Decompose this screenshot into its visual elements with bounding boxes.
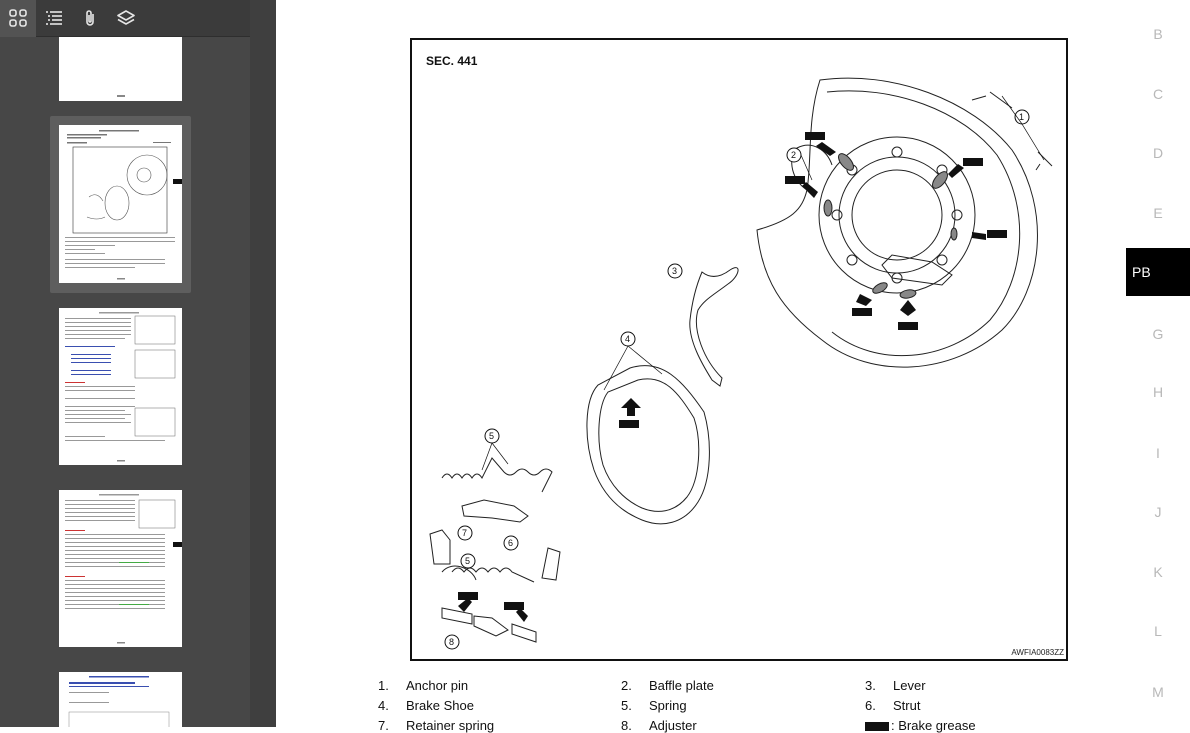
brake-shoe <box>586 365 710 525</box>
svg-text:5: 5 <box>465 556 470 566</box>
callout-2: 2 <box>786 147 802 163</box>
svg-text:8: 8 <box>449 637 454 647</box>
layers-icon <box>117 10 135 25</box>
index-tab-e[interactable]: E <box>1153 205 1163 221</box>
callout-6: 6 <box>503 535 519 551</box>
svg-text:5: 5 <box>489 431 494 441</box>
page-thumbnail[interactable] <box>59 37 182 101</box>
svg-text:6: 6 <box>508 538 513 548</box>
callout-4: 4 <box>620 331 636 347</box>
document-page: SEC. 441 <box>276 0 1126 733</box>
thumbnail-list <box>0 37 250 727</box>
spring-upper <box>441 457 553 493</box>
exploded-view-figure: SEC. 441 <box>410 38 1068 661</box>
section-label: SEC. 441 <box>426 54 478 68</box>
svg-text:2: 2 <box>791 150 796 160</box>
index-tab-j[interactable]: J <box>1154 504 1162 520</box>
parking-brake-diagram: 1 2 3 4 5 5 6 7 8 <box>429 77 1053 650</box>
bolt-holes <box>831 146 963 284</box>
index-tab-b[interactable]: B <box>1153 26 1163 42</box>
sidebar-toolbar <box>0 0 250 37</box>
index-tab-i[interactable]: I <box>1156 445 1160 461</box>
callout-8: 8 <box>444 634 460 650</box>
svg-text:1: 1 <box>1019 112 1024 122</box>
attachments-icon <box>86 10 94 26</box>
strut <box>461 499 529 523</box>
callout-1: 1 <box>1014 109 1030 125</box>
thumbnails-icon <box>9 9 27 27</box>
hub-outer <box>818 136 976 294</box>
lever <box>689 267 739 387</box>
svg-text:3: 3 <box>672 266 677 276</box>
index-tab-h[interactable]: H <box>1152 384 1164 400</box>
thumbnails-button[interactable] <box>0 0 36 37</box>
figure-code: AWFIA0083ZZ <box>1011 648 1064 657</box>
svg-text:4: 4 <box>625 334 630 344</box>
adjuster <box>441 607 537 643</box>
index-tab-c[interactable]: C <box>1152 86 1164 102</box>
page-thumbnail[interactable] <box>59 672 182 727</box>
callout-5a: 5 <box>484 428 500 444</box>
index-tab-d[interactable]: D <box>1152 145 1164 161</box>
index-tab-m[interactable]: M <box>1152 684 1164 700</box>
layers-button[interactable] <box>108 0 144 37</box>
retainer-spring <box>429 529 451 565</box>
page-thumbnail[interactable] <box>59 490 182 647</box>
callout-7: 7 <box>457 525 473 541</box>
hub-inner <box>851 169 943 261</box>
attachments-button[interactable] <box>72 0 108 37</box>
grease-markers <box>458 132 1007 622</box>
outline-button[interactable] <box>36 0 72 37</box>
panel-divider[interactable] <box>250 0 276 727</box>
callout-5b: 5 <box>460 553 476 569</box>
section-index: B C D E PB G H I J K L M <box>1126 0 1190 727</box>
index-tab-k[interactable]: K <box>1153 564 1163 580</box>
page-thumbnail[interactable] <box>59 308 182 465</box>
svg-text:7: 7 <box>462 528 467 538</box>
index-tab-l[interactable]: L <box>1154 623 1162 639</box>
index-tab-g[interactable]: G <box>1152 326 1164 342</box>
page-thumbnail-current[interactable] <box>59 125 182 283</box>
baffle-plate <box>756 77 1038 368</box>
callout-3: 3 <box>667 263 683 279</box>
outline-icon <box>46 11 62 25</box>
thumbnail-sidebar <box>0 0 250 727</box>
index-tab-pb[interactable]: PB <box>1126 248 1190 296</box>
